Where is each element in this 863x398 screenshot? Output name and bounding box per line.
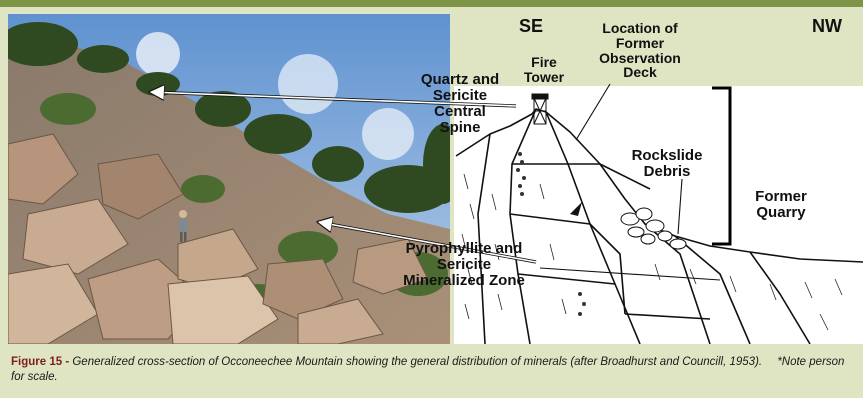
former-quarry-label: Former Quarry <box>755 188 807 221</box>
figure-caption: Figure 15 - Generalized cross-section of… <box>11 355 856 385</box>
nw-label: NW <box>812 16 842 36</box>
top-accent-bar <box>0 0 863 7</box>
caption-text: Generalized cross-section of Occoneechee… <box>72 356 763 368</box>
observation-deck-label: Location of Former Observation Deck <box>599 20 681 81</box>
figure-number: Figure 15 - <box>11 356 70 368</box>
mineralized-zone-label: Pyrophyllite and Sericite Mineralized Zo… <box>403 240 525 289</box>
quartz-spine-label: Quartz and Sericite Central Spine <box>420 71 500 136</box>
fire-tower-label: Fire Tower <box>523 54 565 85</box>
caption-note: *Note person for scale. <box>11 356 845 383</box>
rockslide-label: Rockslide Debris <box>631 147 703 180</box>
cross-section-diagram <box>454 83 863 344</box>
mountain-photo <box>8 14 450 344</box>
se-label: SE <box>519 16 544 36</box>
